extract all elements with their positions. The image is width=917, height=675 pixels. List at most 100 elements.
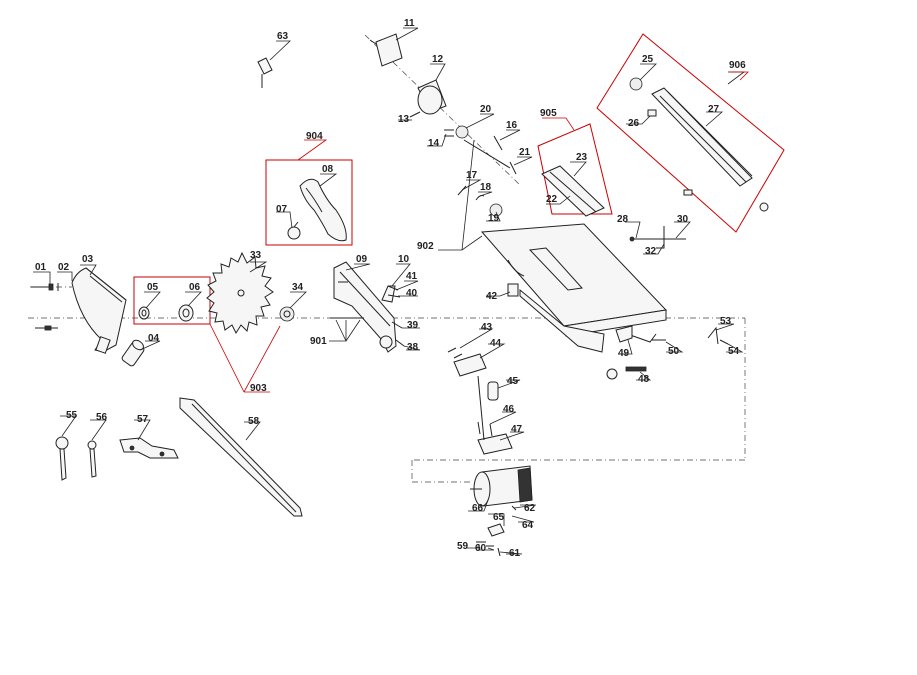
part-42-bracket	[507, 283, 519, 297]
part-label-48: 48	[638, 374, 650, 385]
part-label-08: 08	[322, 164, 334, 175]
part-43-screws	[447, 347, 463, 359]
part-label-39: 39	[407, 320, 419, 331]
part-57-bracket	[119, 437, 179, 459]
part-label-18: 18	[480, 182, 492, 193]
part-16-pin	[493, 135, 503, 151]
part-40-41-screws	[387, 285, 401, 298]
part-label-54: 54	[728, 346, 740, 357]
part-902-saw-table	[480, 223, 668, 353]
group-905-box	[537, 123, 613, 215]
group-leader-lines	[209, 71, 749, 393]
part-13-screw	[409, 111, 421, 118]
part-46-screws	[477, 421, 493, 437]
part-label-14: 14	[428, 138, 440, 149]
part-45-capacitor	[487, 381, 499, 401]
part-label-50: 50	[668, 346, 680, 357]
part-label-42: 42	[486, 291, 498, 302]
part-64-65-brush	[487, 523, 505, 537]
part-55-wrench	[55, 436, 69, 481]
part-small-knob	[683, 189, 769, 212]
part-label-12: 12	[432, 54, 444, 65]
part-label-23: 23	[576, 152, 588, 163]
upper-shaft	[463, 139, 511, 169]
part-label-32: 32	[645, 246, 657, 257]
part-label-45: 45	[507, 376, 519, 387]
part-label-10: 10	[398, 254, 410, 265]
part-47-switch	[477, 433, 513, 455]
part-label-47: 47	[511, 424, 523, 435]
part-label-22: 22	[546, 194, 558, 205]
part-label-53: 53	[720, 316, 732, 327]
part-66-motor	[470, 465, 533, 507]
part-09-bracket	[330, 261, 397, 353]
part-48-handle	[606, 366, 647, 380]
part-label-46: 46	[503, 404, 515, 415]
part-20-hub	[455, 125, 469, 139]
part-26-clip	[647, 109, 657, 117]
part-label-60: 60	[475, 543, 487, 554]
part-label-04: 04	[148, 333, 160, 344]
switch-wire	[477, 375, 485, 441]
part-label-02: 02	[58, 262, 70, 273]
part-arrow-left	[35, 325, 58, 331]
part-label-61: 61	[509, 548, 521, 559]
part-label-30: 30	[677, 214, 689, 225]
part-label-16: 16	[506, 120, 518, 131]
part-34-nut	[279, 306, 295, 322]
part-07-knob	[287, 221, 301, 240]
part-11-support	[369, 33, 403, 67]
group-label-903: 903	[250, 383, 267, 394]
part-label-21: 21	[519, 147, 531, 158]
part-label-20: 20	[480, 104, 492, 115]
part-06-flange	[178, 304, 194, 322]
part-label-49: 49	[618, 348, 630, 359]
part-label-17: 17	[466, 170, 478, 181]
leader-lines	[33, 27, 746, 555]
part-label-33: 33	[250, 250, 262, 261]
part-28-rod	[629, 226, 686, 249]
part-label-59: 59	[457, 541, 469, 552]
part-59-60-61-screws	[476, 541, 501, 557]
part-38-39-screws	[391, 321, 405, 347]
part-53-54-brackets	[707, 326, 729, 345]
group-label-904: 904	[306, 131, 323, 142]
part-label-34: 34	[292, 282, 304, 293]
group-label-906: 906	[729, 60, 746, 71]
part-12-cap	[417, 79, 447, 115]
part-label-65: 65	[493, 512, 505, 523]
group-label-901: 901	[310, 336, 327, 347]
part-label-57: 57	[137, 414, 149, 425]
group-902-leader	[438, 139, 483, 251]
part-label-07: 07	[276, 204, 288, 215]
part-label-56: 56	[96, 412, 108, 423]
group-label-902: 902	[417, 241, 434, 252]
part-label-66: 66	[472, 503, 484, 514]
part-04-bushing	[121, 339, 145, 367]
part-label-64: 64	[522, 520, 534, 531]
part-label-09: 09	[356, 254, 368, 265]
part-63-key	[257, 57, 273, 88]
part-58-push-stick	[179, 397, 303, 517]
part-label-03: 03	[82, 254, 94, 265]
part-22-23-rail	[541, 165, 605, 217]
part-25-knob	[629, 77, 643, 91]
part-19-knob	[489, 203, 503, 217]
part-21-screw	[509, 161, 517, 175]
part-label-28: 28	[617, 214, 629, 225]
part-label-26: 26	[628, 118, 640, 129]
part-label-63: 63	[277, 31, 289, 42]
group-labels: 901 902 903 904 905 906	[250, 60, 746, 394]
part-label-40: 40	[406, 288, 418, 299]
part-label-38: 38	[407, 342, 419, 353]
part-49-clamp	[615, 325, 633, 343]
part-label-13: 13	[398, 114, 410, 125]
part-label-44: 44	[490, 338, 502, 349]
part-03-blade-guard	[71, 267, 127, 354]
center-lines	[28, 34, 746, 483]
part-label-41: 41	[406, 271, 418, 282]
part-05-flange	[138, 306, 150, 320]
group-label-905: 905	[540, 108, 557, 119]
